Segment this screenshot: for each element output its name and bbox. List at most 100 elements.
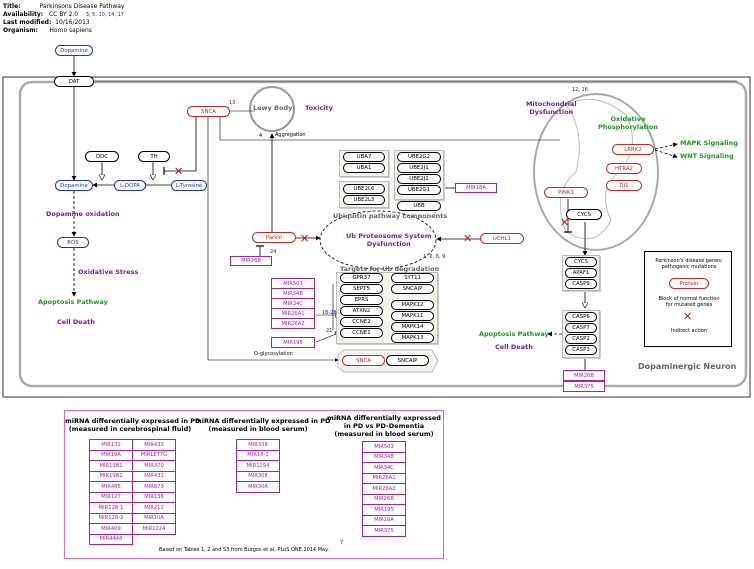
uba7-node[interactable]: UBA7 xyxy=(343,152,385,162)
mir18a-node[interactable]: MIR18A xyxy=(455,183,497,193)
ube2g2-node[interactable]: UBE2G2 xyxy=(397,152,441,162)
syt11-node[interactable]: SYT11 xyxy=(391,273,434,283)
cell-death-left: Cell Death xyxy=(57,318,95,326)
ube2j1-node[interactable]: UBE2J1 xyxy=(397,163,441,173)
l-tyrosine-node[interactable]: L-Tyrosine xyxy=(171,180,207,191)
snca-bottom-node[interactable]: SNCA xyxy=(342,355,385,366)
license: CC BY 2.0 xyxy=(48,11,79,18)
eprs-node[interactable]: EPRS xyxy=(340,295,383,305)
apoptosis-pathway-left[interactable]: Apoptosis Pathway xyxy=(38,298,108,306)
casp6-node[interactable]: CASP6 xyxy=(565,312,597,322)
legend-indirect-action: Indirect action xyxy=(671,328,707,334)
mirna-list-item[interactable]: MIR1224 xyxy=(132,523,176,535)
ccne2-node[interactable]: CCNE2 xyxy=(340,317,383,327)
parkin-mutation-x-icon: ✕ xyxy=(300,232,310,245)
mirna-list-item[interactable]: MIR4448 xyxy=(89,533,133,545)
casp9-node[interactable]: CASP9 xyxy=(565,279,597,289)
wnt-signaling-link[interactable]: WNT Signaling xyxy=(680,152,734,160)
dat-node[interactable]: DAT xyxy=(54,76,94,87)
mapk13-node[interactable]: MAPK13 xyxy=(391,333,434,343)
aggregation-ref[interactable]: 4 xyxy=(259,133,263,139)
legend-box: Parkinson's disease genes:pathogenic mut… xyxy=(644,251,732,347)
mito-refs[interactable]: 12, 16 xyxy=(572,87,588,93)
sncaip-bottom-node[interactable]: SNCAIP xyxy=(386,355,429,366)
panel-footnote: Based on Tables 1, 2 and S3 from Burgos … xyxy=(159,547,329,553)
ube2j2-node[interactable]: UBE2J2 xyxy=(397,174,441,184)
ub-refs[interactable]: 1, 6, 8, 9 xyxy=(423,254,446,260)
footnote-ref[interactable]: 7 xyxy=(340,540,344,546)
o-glycosylation-label: O-glycosylation xyxy=(254,351,293,357)
dj1-node[interactable]: DJ1 xyxy=(606,180,642,191)
ube2l3-node[interactable]: UBE2L3 xyxy=(343,195,385,205)
dopamine-node[interactable]: Dopamine xyxy=(55,180,93,191)
mirna-list-item[interactable]: MIR30A xyxy=(236,481,280,493)
mir375-node[interactable]: MIR375 xyxy=(563,381,605,392)
mirna-panel: miRNA differentially expressed in PD(mea… xyxy=(64,410,444,559)
uba1-node[interactable]: UBA1 xyxy=(343,163,385,173)
header-metadata: Title: Parkinsons Disease Pathway Availa… xyxy=(3,3,125,34)
mitochondrion-outer xyxy=(533,93,659,251)
targets-label: Targets for Ub degradation xyxy=(340,265,440,273)
toxicity-label: Toxicity xyxy=(305,104,333,112)
mirna-list-item[interactable]: MIR375 xyxy=(362,525,406,537)
legend-protein: Protein xyxy=(669,278,709,289)
mirna-serum-title: miRNA differentially expressed in PD(mea… xyxy=(195,417,331,433)
apaf1-node[interactable]: APAF1 xyxy=(565,268,597,278)
lrrk2-node[interactable]: LRRK2 xyxy=(612,144,654,155)
ubb-node[interactable]: UBB xyxy=(397,201,441,211)
last-modified: 10/16/2013 xyxy=(55,19,90,26)
l-dopa-node[interactable]: L-DOPA xyxy=(114,180,146,191)
parkin-node[interactable]: Parkin xyxy=(252,232,296,243)
ube2g1-node[interactable]: UBE2G1 xyxy=(397,185,441,195)
ddc-node[interactable]: DDC xyxy=(85,151,119,162)
mir195-ref[interactable]: 21 xyxy=(326,328,333,334)
dopaminergic-neuron-label: Dopaminergic Neuron xyxy=(638,362,737,371)
apoptosis-pathway-right[interactable]: Apoptosis Pathway xyxy=(479,330,549,338)
ros-node[interactable]: ROS xyxy=(57,237,89,248)
lewy-body-label: Lewy Body xyxy=(253,104,293,112)
sept5-node[interactable]: SEPT5 xyxy=(340,284,383,294)
mapk-signaling-link[interactable]: MAPK Signaling xyxy=(680,139,738,147)
mapk14-node[interactable]: MAPK14 xyxy=(391,322,434,332)
mitochondrion-inner xyxy=(559,98,633,240)
casp2-node[interactable]: CASP2 xyxy=(565,334,597,344)
neuron-boundary xyxy=(18,80,748,388)
mir195-node[interactable]: MIR195 xyxy=(271,337,315,348)
availability-refs[interactable]: 3, 5, 10, 14, 17 xyxy=(85,12,124,18)
organism: Homo sapiens xyxy=(49,27,92,34)
casp7-node[interactable]: CASP7 xyxy=(565,323,597,333)
dopamine-extracellular-node[interactable]: Dopamine xyxy=(55,45,93,56)
ubiquitin-components-label: Ubiquitin pathway components xyxy=(333,212,448,220)
casp3-node[interactable]: CASP3 xyxy=(565,345,597,355)
mir26b-right-node[interactable]: MIR26B xyxy=(563,370,605,381)
ube2l6-node[interactable]: UBE2L6 xyxy=(343,184,385,194)
cycs-mito-node[interactable]: CYCS xyxy=(566,209,602,220)
uchl1-mutation-x-icon: ✕ xyxy=(463,232,473,245)
sncaip-node[interactable]: SNCAIP xyxy=(391,284,434,294)
snca-node[interactable]: SNCA xyxy=(187,106,230,117)
th-node[interactable]: TH xyxy=(138,151,170,162)
htra2-node[interactable]: HTRA2 xyxy=(606,163,642,174)
mir26b-node[interactable]: MIR26B xyxy=(230,256,272,266)
mir26a2-node[interactable]: MIR26A2 xyxy=(271,318,315,329)
ccne1-node[interactable]: CCNE1 xyxy=(340,328,383,338)
cycs-node[interactable]: CYCS xyxy=(565,257,597,267)
snca-ref[interactable]: 13 xyxy=(229,100,236,106)
gpr37-node[interactable]: GPR37 xyxy=(340,273,383,283)
cell-death-right: Cell Death xyxy=(495,343,533,351)
pink1-node[interactable]: PINK1 xyxy=(544,187,588,198)
legend-x-icon: ✕ xyxy=(683,310,693,323)
mutation-x-icon: ✕ xyxy=(174,165,184,178)
mirna-refs[interactable]: 18-28 xyxy=(322,310,337,316)
atxn2-node[interactable]: ATXN2 xyxy=(340,306,383,316)
mapk12-node[interactable]: MAPK12 xyxy=(391,300,434,310)
mirna-csf-title: miRNA differentially expressed in PD(mea… xyxy=(65,417,201,433)
mapk11-node[interactable]: MAPK11 xyxy=(391,311,434,321)
parkin-ref[interactable]: 24 xyxy=(270,249,277,255)
uchl1-node[interactable]: UCHL1 xyxy=(480,233,524,244)
